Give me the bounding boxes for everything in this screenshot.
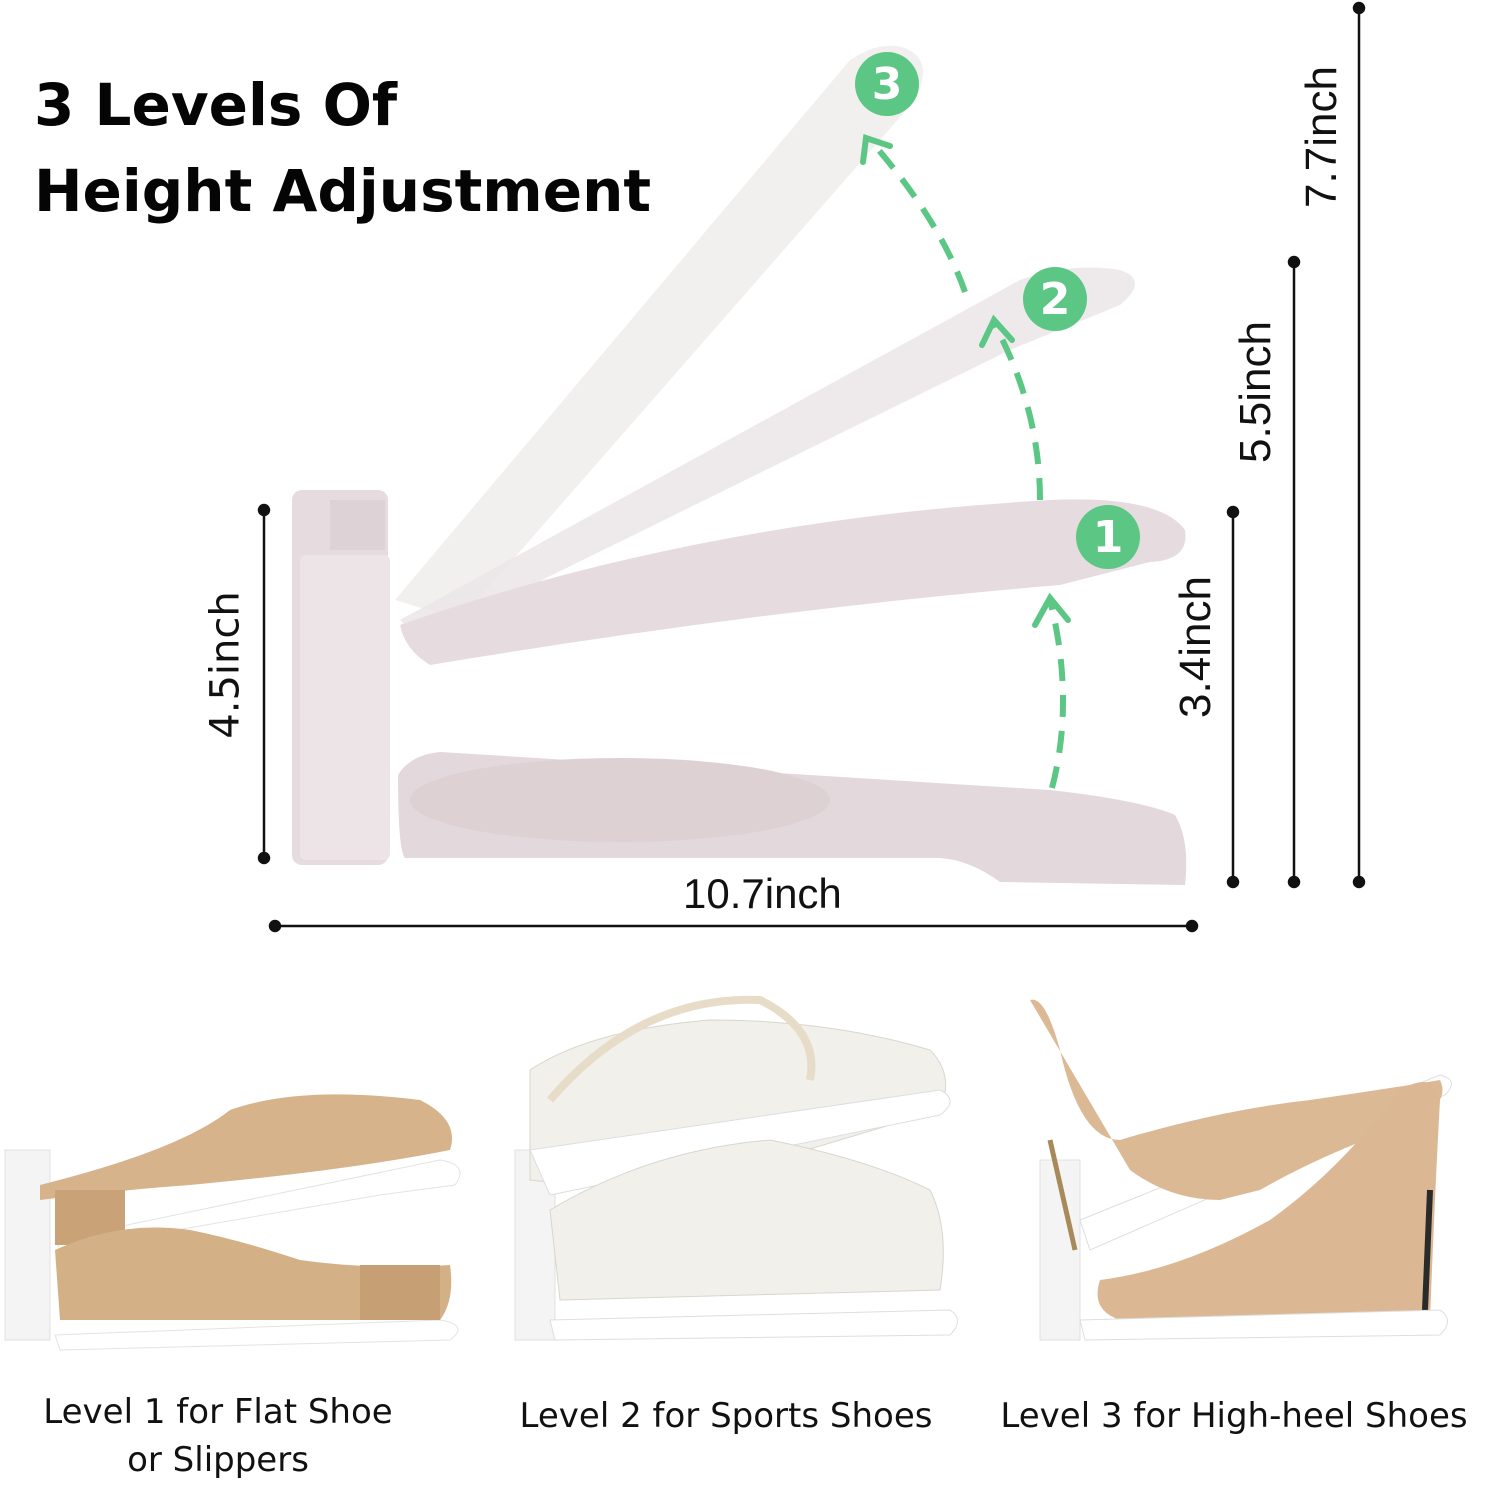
high-heel-photo — [1030, 999, 1452, 1341]
headline-line-1: 3 Levels Of — [34, 71, 398, 139]
level-2-height-label: 5.5inch — [1230, 321, 1280, 463]
level-3-badge: 3 — [855, 52, 919, 116]
level-3-arm — [395, 45, 923, 620]
shoe-rack-illustration — [257, 1, 1366, 933]
dimension-lines — [257, 1, 1366, 933]
headline-line-2: Height Adjustment — [34, 157, 652, 225]
caption-level-3: Level 3 for High-heel Shoes — [1000, 1396, 1468, 1436]
sports-shoe-photo — [514, 995, 958, 1341]
example-level-3-high-heels — [1020, 990, 1460, 1370]
caption-level-1-line-2: or Slippers — [127, 1440, 309, 1480]
level-2-arm — [400, 267, 1135, 640]
arrow-heads — [860, 133, 1071, 628]
caption-level-2: Level 2 for Sports Shoes — [519, 1396, 933, 1436]
headline: 3 Levels Of Height Adjustment — [34, 62, 651, 234]
product-diagram: 1 2 3 4.5inch 10.7inch 3.4inch 5.5inch 7… — [202, 1, 1366, 933]
level-2-badge: 2 — [1023, 267, 1087, 331]
base-height-label: 4.5inch — [202, 591, 249, 739]
level-1-height-label: 3.4inch — [1170, 576, 1220, 718]
example-level-2-sports-shoes — [510, 990, 970, 1370]
caption-level-1-line-1: Level 1 for Flat Shoe — [43, 1392, 393, 1432]
level-1-arm — [400, 499, 1186, 665]
length-label: 10.7inch — [683, 870, 842, 917]
example-level-1-flat-shoes — [0, 990, 470, 1370]
level-3-height-label: 7.7inch — [1296, 66, 1346, 208]
flat-shoe-photo — [4, 1094, 461, 1351]
arrow-path — [867, 138, 1066, 789]
caption-level-1: Level 1 for Flat Shoe or Slippers — [18, 1388, 418, 1484]
level-1-badge: 1 — [1076, 505, 1140, 569]
